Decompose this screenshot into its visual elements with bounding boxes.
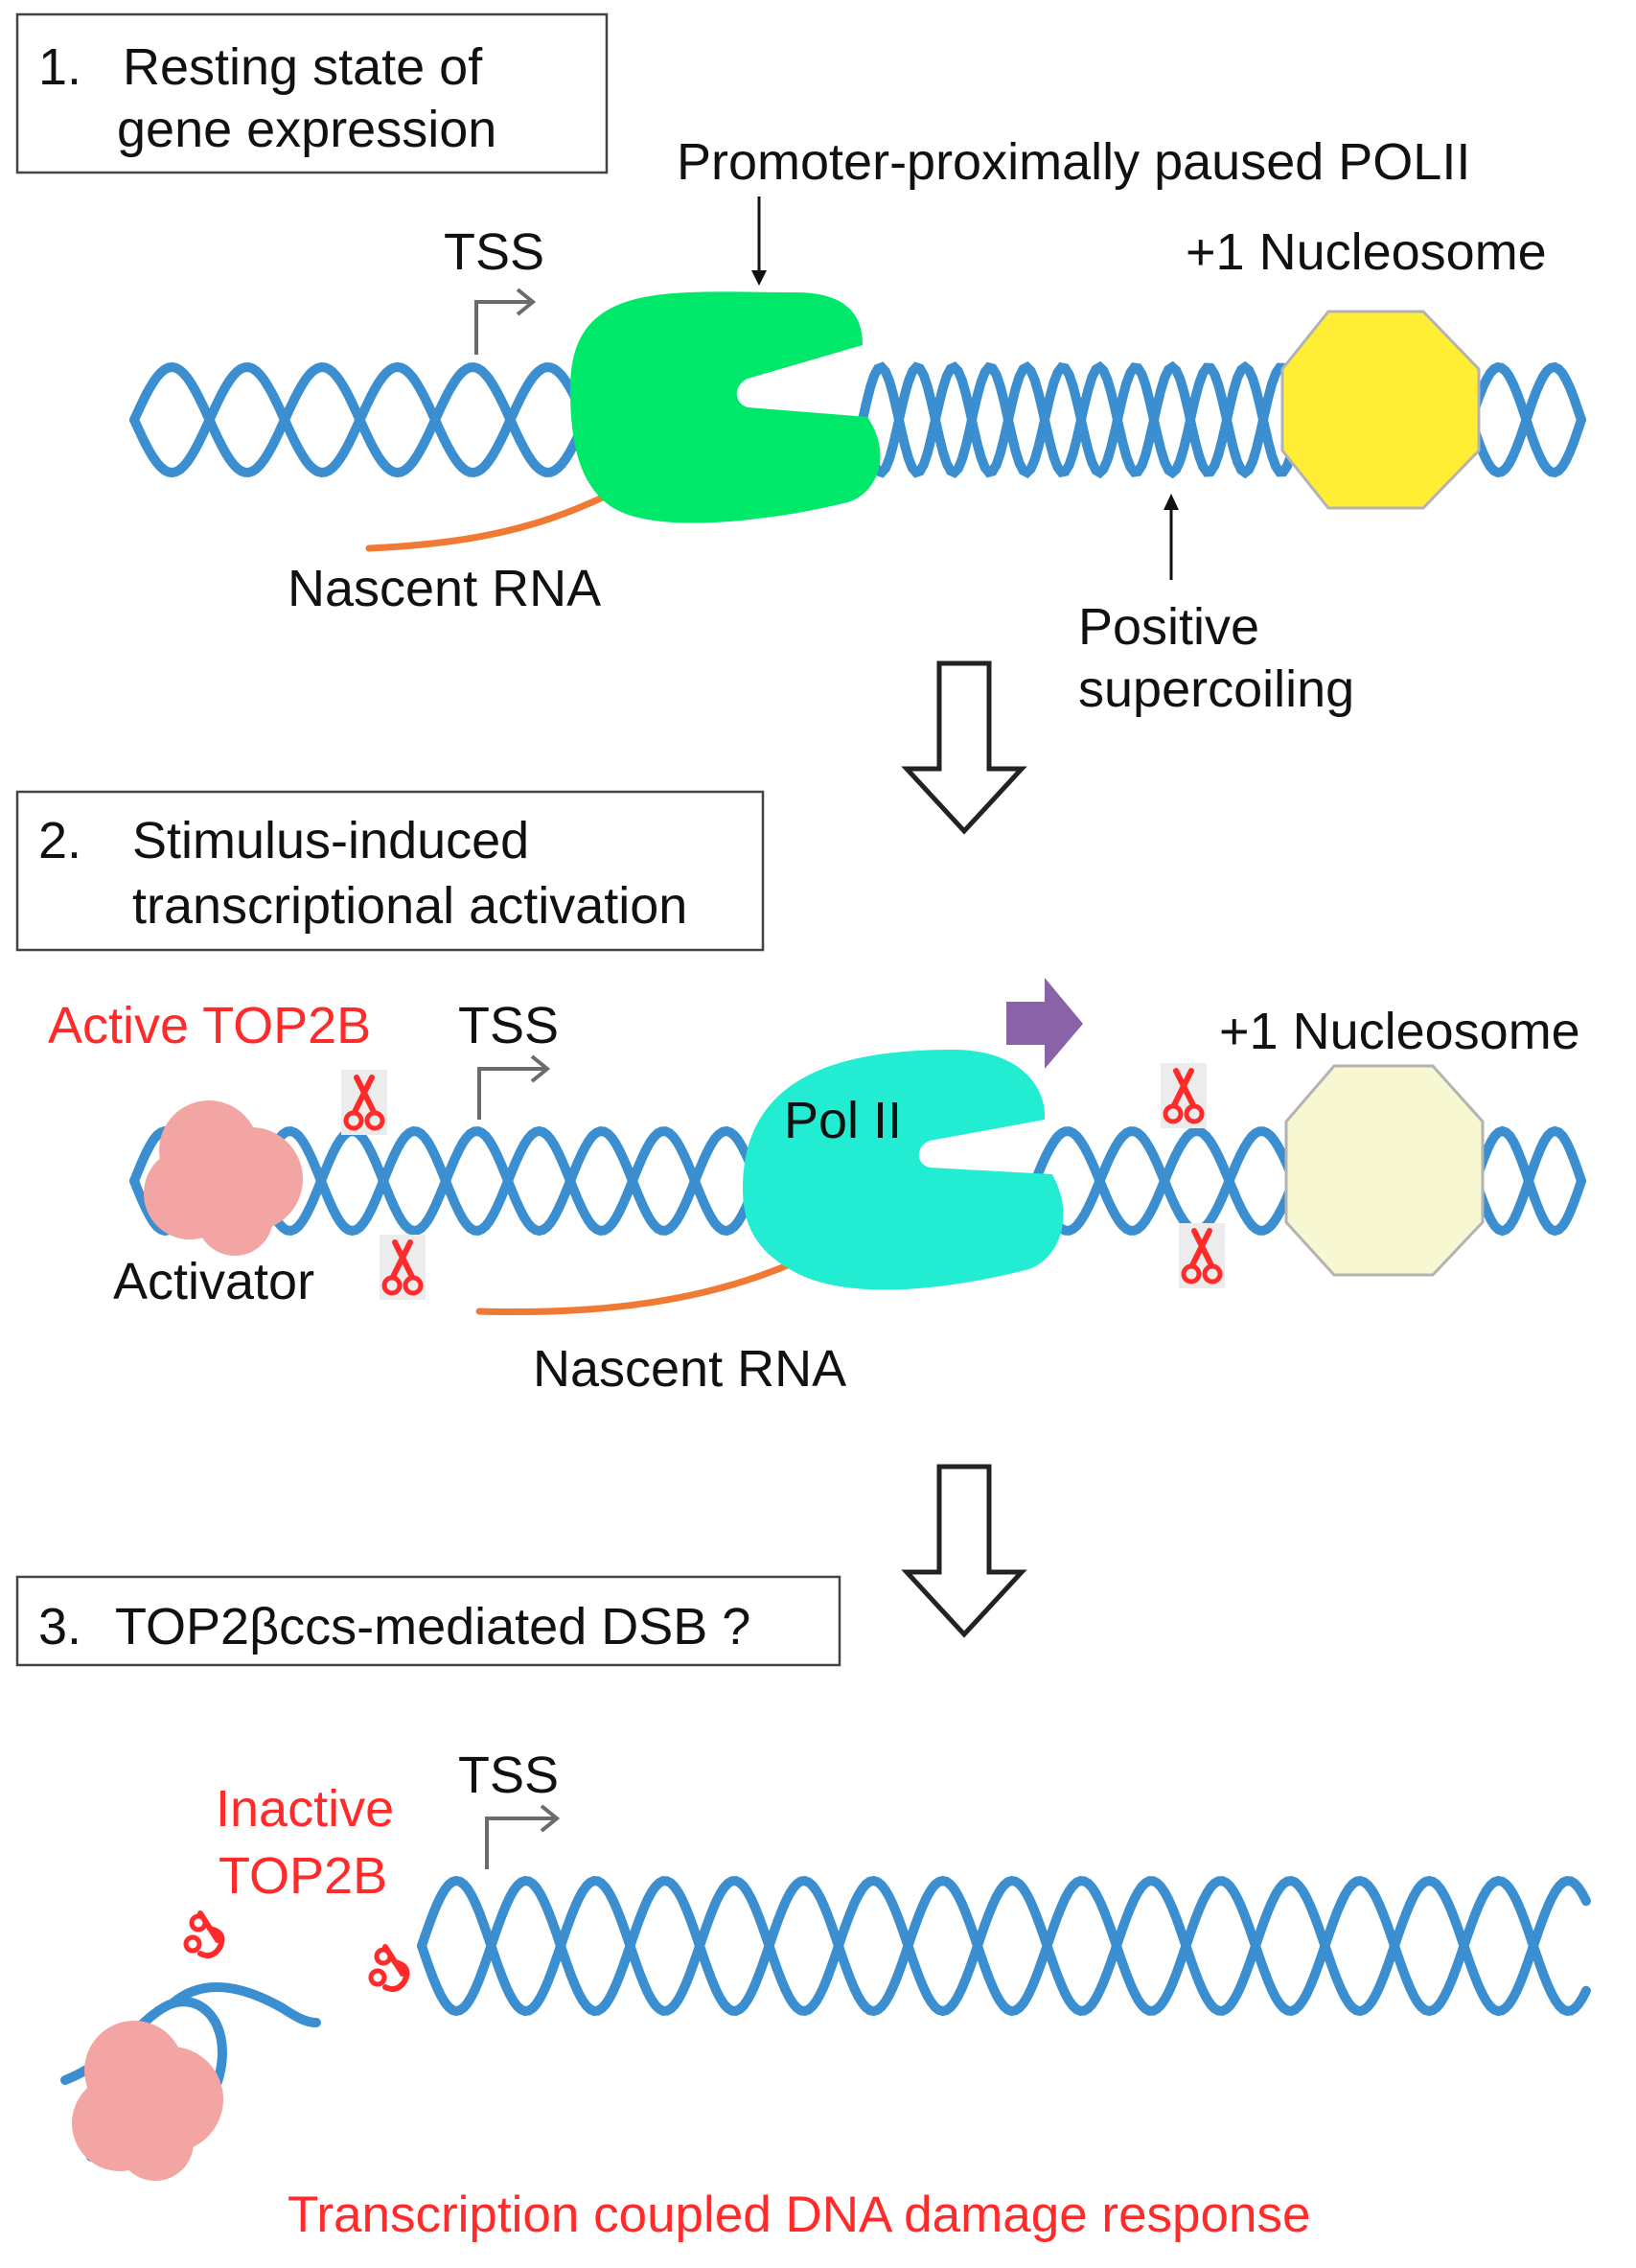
paused-pol-label: Promoter-proximally paused POLII	[677, 133, 1470, 191]
dna-damage-response-label: Transcription coupled DNA damage respons…	[288, 2187, 1310, 2243]
nucleosome-2	[1284, 1064, 1485, 1277]
panel-resting-state: 1. Resting state of gene expression Prom…	[15, 12, 1586, 718]
dna-helix-3	[417, 1875, 1591, 2017]
tss-arrow-icon	[477, 1054, 551, 1120]
scissors-icon	[1161, 1063, 1207, 1128]
step1-line1: Resting state of	[123, 38, 483, 96]
paused-pol-ii	[570, 291, 881, 523]
tss-label-2: TSS	[458, 997, 559, 1054]
pointer-head-icon	[751, 270, 767, 286]
step1-line2: gene expression	[117, 101, 496, 158]
scissors-icon	[186, 1913, 221, 1956]
down-arrow-icon	[907, 1467, 1022, 1634]
step1-box	[15, 12, 609, 174]
scissors-icon	[1179, 1223, 1225, 1288]
tss-label-3: TSS	[458, 1747, 559, 1804]
nucleosome-1	[1280, 310, 1481, 510]
active-pol-ii	[743, 1050, 1064, 1290]
pointer-head-icon	[1164, 494, 1179, 510]
dna-helix-2	[129, 1125, 1586, 1237]
scissors-icon	[380, 1235, 426, 1300]
nucleosome-label-1: +1 Nucleosome	[1186, 223, 1547, 281]
activator-label: Activator	[113, 1253, 314, 1310]
direction-arrow-icon	[1006, 978, 1083, 1069]
scissors-icon	[341, 1070, 387, 1135]
pol-ii-label: Pol II	[784, 1092, 902, 1149]
scissors-icon	[371, 1947, 406, 1989]
step2-line2: transcriptional activation	[132, 877, 687, 935]
activator-protein	[72, 2021, 223, 2181]
nucleosome-label-2: +1 Nucleosome	[1219, 1003, 1580, 1060]
nascent-rna-label-1: Nascent RNA	[288, 560, 601, 617]
panel-activation: 2. Stimulus-induced transcriptional acti…	[15, 790, 1586, 1398]
down-arrow-icon	[907, 663, 1022, 831]
activator-protein	[144, 1100, 303, 1256]
step3-line1: TOP2βccs-mediated DSB ?	[115, 1598, 750, 1655]
positive-supercoiling-line2: supercoiling	[1078, 660, 1354, 718]
step2-number: 2.	[38, 812, 81, 869]
inactive-top2b-line2: TOP2B	[219, 1847, 387, 1905]
positive-supercoiling-line1: Positive	[1078, 598, 1259, 656]
inactive-top2b-line1: Inactive	[216, 1780, 394, 1838]
active-top2b-label: Active TOP2B	[48, 997, 371, 1054]
step2-line1: Stimulus-induced	[132, 812, 529, 869]
tss-arrow-icon	[474, 288, 537, 355]
tss-arrow-icon	[485, 1804, 561, 1869]
step3-box	[15, 1575, 841, 1667]
step2-box	[15, 790, 765, 952]
panel-dsb: 3. TOP2βccs-mediated DSB ? TSS Inactive …	[15, 1575, 1591, 2243]
tss-label-1: TSS	[444, 223, 544, 281]
dna-helix-1	[129, 360, 1586, 479]
step1-number: 1.	[38, 38, 81, 96]
step3-number: 3.	[38, 1598, 81, 1655]
nascent-rna-label-2: Nascent RNA	[533, 1340, 846, 1398]
